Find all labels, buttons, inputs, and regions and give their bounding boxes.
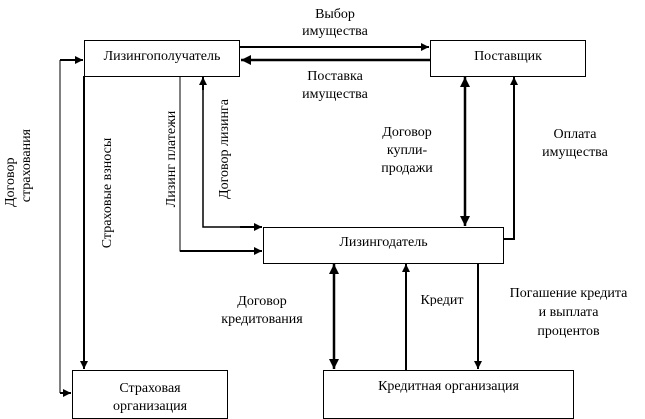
node-credit-org-label: Кредитная организация [378,379,519,394]
label-choice-of-property: Выбор имущества [295,6,375,40]
node-insurer-label-line1: Страховая [119,381,181,396]
label-property-payment-line1: Оплата [553,127,597,142]
node-lessor-label: Лизингодатель [339,235,428,250]
label-sale-contract-line2: купли- [386,143,428,158]
label-insurance-contract: Договор страхования [3,129,37,209]
label-loan-repayment: Погашение кредита и выплата процентов [496,284,641,341]
label-delivery-of-property-line1: Поставка [307,69,363,84]
label-choice-of-property-line2: имущества [302,24,368,39]
node-supplier: Поставщик [430,40,586,77]
node-lessor: Лизингодатель [263,227,504,264]
label-property-payment: Оплата имущества [532,126,618,162]
label-insurance-contract-line2: страхования [19,129,34,203]
line-lease-payments [179,72,250,252]
label-credit-text: Кредит [420,293,464,306]
label-choice-of-property-line1: Выбор [315,7,355,22]
label-loan-repayment-line2: и выплата [538,305,599,320]
label-insurance-contract-line1: Договор [3,157,18,207]
label-lease-contract-text: Договор лизинга [217,99,232,199]
label-loan-repayment-line1: Погашение кредита [509,286,628,301]
label-sale-contract-line1: Договор [382,125,432,140]
label-lease-payments-text: Лизинг платежи [164,110,179,208]
node-lessee: Лизингополучатель [84,40,240,77]
node-supplier-label: Поставщик [474,49,542,64]
node-insurer: Страховая организация [72,370,228,419]
label-sale-contract: Договор купли- продажи [370,124,444,176]
label-credit: Кредит [412,292,472,306]
label-sale-contract-line3: продажи [381,161,433,176]
node-lessee-label: Лизингополучатель [103,49,221,64]
node-insurer-label-line2: организация [112,399,188,414]
label-credit-contract-line1: Договор [237,294,287,309]
label-insurance-premiums: Страховые взносы [100,133,116,253]
label-delivery-of-property: Поставка имущества [292,68,378,104]
label-property-payment-line2: имущества [542,145,608,160]
label-insurance-premiums-text: Страховые взносы [100,137,115,249]
node-credit-org: Кредитная организация [323,370,574,419]
label-lease-payments: Лизинг платежи [164,104,180,214]
label-credit-contract-line2: кредитования [221,312,303,327]
label-delivery-of-property-line2: имущества [302,87,368,102]
label-credit-contract: Договор кредитования [212,293,312,329]
label-loan-repayment-line3: процентов [537,324,600,339]
line-property-payment [503,77,518,240]
label-lease-contract: Договор лизинга [217,94,233,204]
